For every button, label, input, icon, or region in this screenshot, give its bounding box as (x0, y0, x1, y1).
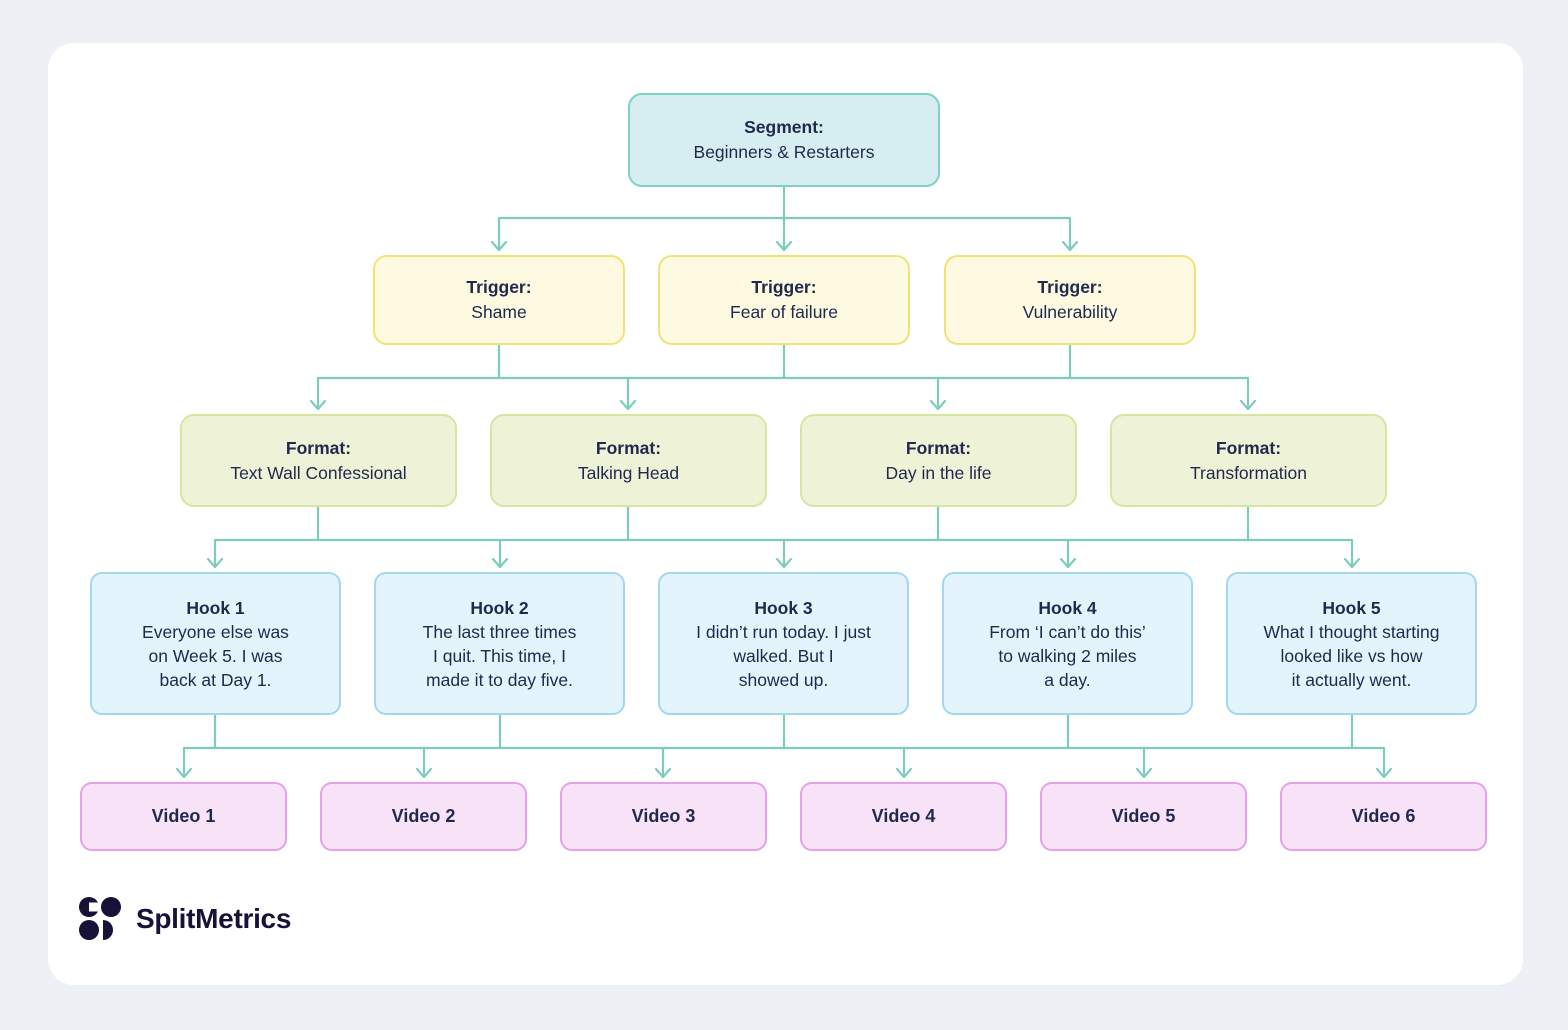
hook-title: Hook 1 (186, 597, 245, 618)
node-video-5: Video 5 (1040, 782, 1247, 851)
hook-body: I didn’t run today. I just walked. But I… (696, 621, 871, 690)
format-title: Format: (285, 437, 352, 458)
video-label: Video 2 (391, 806, 456, 826)
video-label: Video 3 (631, 806, 696, 826)
node-video-1: Video 1 (80, 782, 287, 851)
node-video-2: Video 2 (320, 782, 527, 851)
hook-body: Everyone else was on Week 5. I was back … (142, 621, 289, 690)
format-subtitle: Day in the life (885, 462, 992, 483)
trigger-subtitle: Shame (471, 302, 527, 322)
trigger-subtitle: Fear of failure (730, 302, 838, 322)
node-hook-2: Hook 2 The last three times I quit. This… (374, 572, 625, 715)
node-format-day-in-the-life: Format: Day in the life (800, 414, 1077, 507)
trigger-title: Trigger: (751, 277, 817, 297)
segment-subtitle: Beginners & Restarters (693, 142, 875, 162)
hook-body: What I thought starting looked like vs h… (1263, 621, 1440, 690)
splitmetrics-logo-text: SplitMetrics (136, 903, 292, 934)
node-hook-1: Hook 1 Everyone else was on Week 5. I wa… (90, 572, 341, 715)
format-subtitle: Transformation (1189, 462, 1308, 483)
hook-title: Hook 4 (1038, 597, 1097, 618)
format-title: Format: (905, 437, 972, 458)
video-label: Video 5 (1111, 806, 1176, 826)
node-hook-4: Hook 4 From ‘I can’t do this’ to walking… (942, 572, 1193, 715)
node-trigger-shame: Trigger: Shame (373, 255, 625, 345)
node-format-text-wall-confessional: Format: Text Wall Confessional (180, 414, 457, 507)
trigger-subtitle: Vulnerability (1022, 302, 1118, 322)
splitmetrics-logo-icon (79, 897, 121, 940)
node-hook-5: Hook 5 What I thought starting looked li… (1226, 572, 1477, 715)
splitmetrics-logo: SplitMetrics (78, 896, 291, 942)
trigger-title: Trigger: (1037, 277, 1103, 297)
node-hook-3: Hook 3 I didn’t run today. I just walked… (658, 572, 909, 715)
video-label: Video 6 (1351, 806, 1416, 826)
format-title: Format: (1215, 437, 1282, 458)
format-subtitle: Text Wall Confessional (230, 462, 407, 483)
trigger-title: Trigger: (466, 277, 532, 297)
hook-body: From ‘I can’t do this’ to walking 2 mile… (989, 621, 1146, 690)
node-video-6: Video 6 (1280, 782, 1487, 851)
hook-title: Hook 5 (1322, 597, 1381, 618)
node-video-4: Video 4 (800, 782, 1007, 851)
hook-title: Hook 3 (754, 597, 813, 618)
hook-title: Hook 2 (470, 597, 529, 618)
format-subtitle: Talking Head (577, 462, 680, 483)
node-trigger-vulnerability: Trigger: Vulnerability (944, 255, 1196, 345)
node-format-transformation: Format: Transformation (1110, 414, 1387, 507)
node-segment: Segment: Beginners & Restarters (628, 93, 940, 187)
format-title: Format: (595, 437, 662, 458)
hook-body: The last three times I quit. This time, … (422, 621, 577, 690)
node-video-3: Video 3 (560, 782, 767, 851)
node-format-talking-head: Format: Talking Head (490, 414, 767, 507)
video-label: Video 1 (151, 806, 216, 826)
node-trigger-fear-of-failure: Trigger: Fear of failure (658, 255, 910, 345)
video-label: Video 4 (871, 806, 936, 826)
segment-title: Segment: (744, 117, 824, 137)
